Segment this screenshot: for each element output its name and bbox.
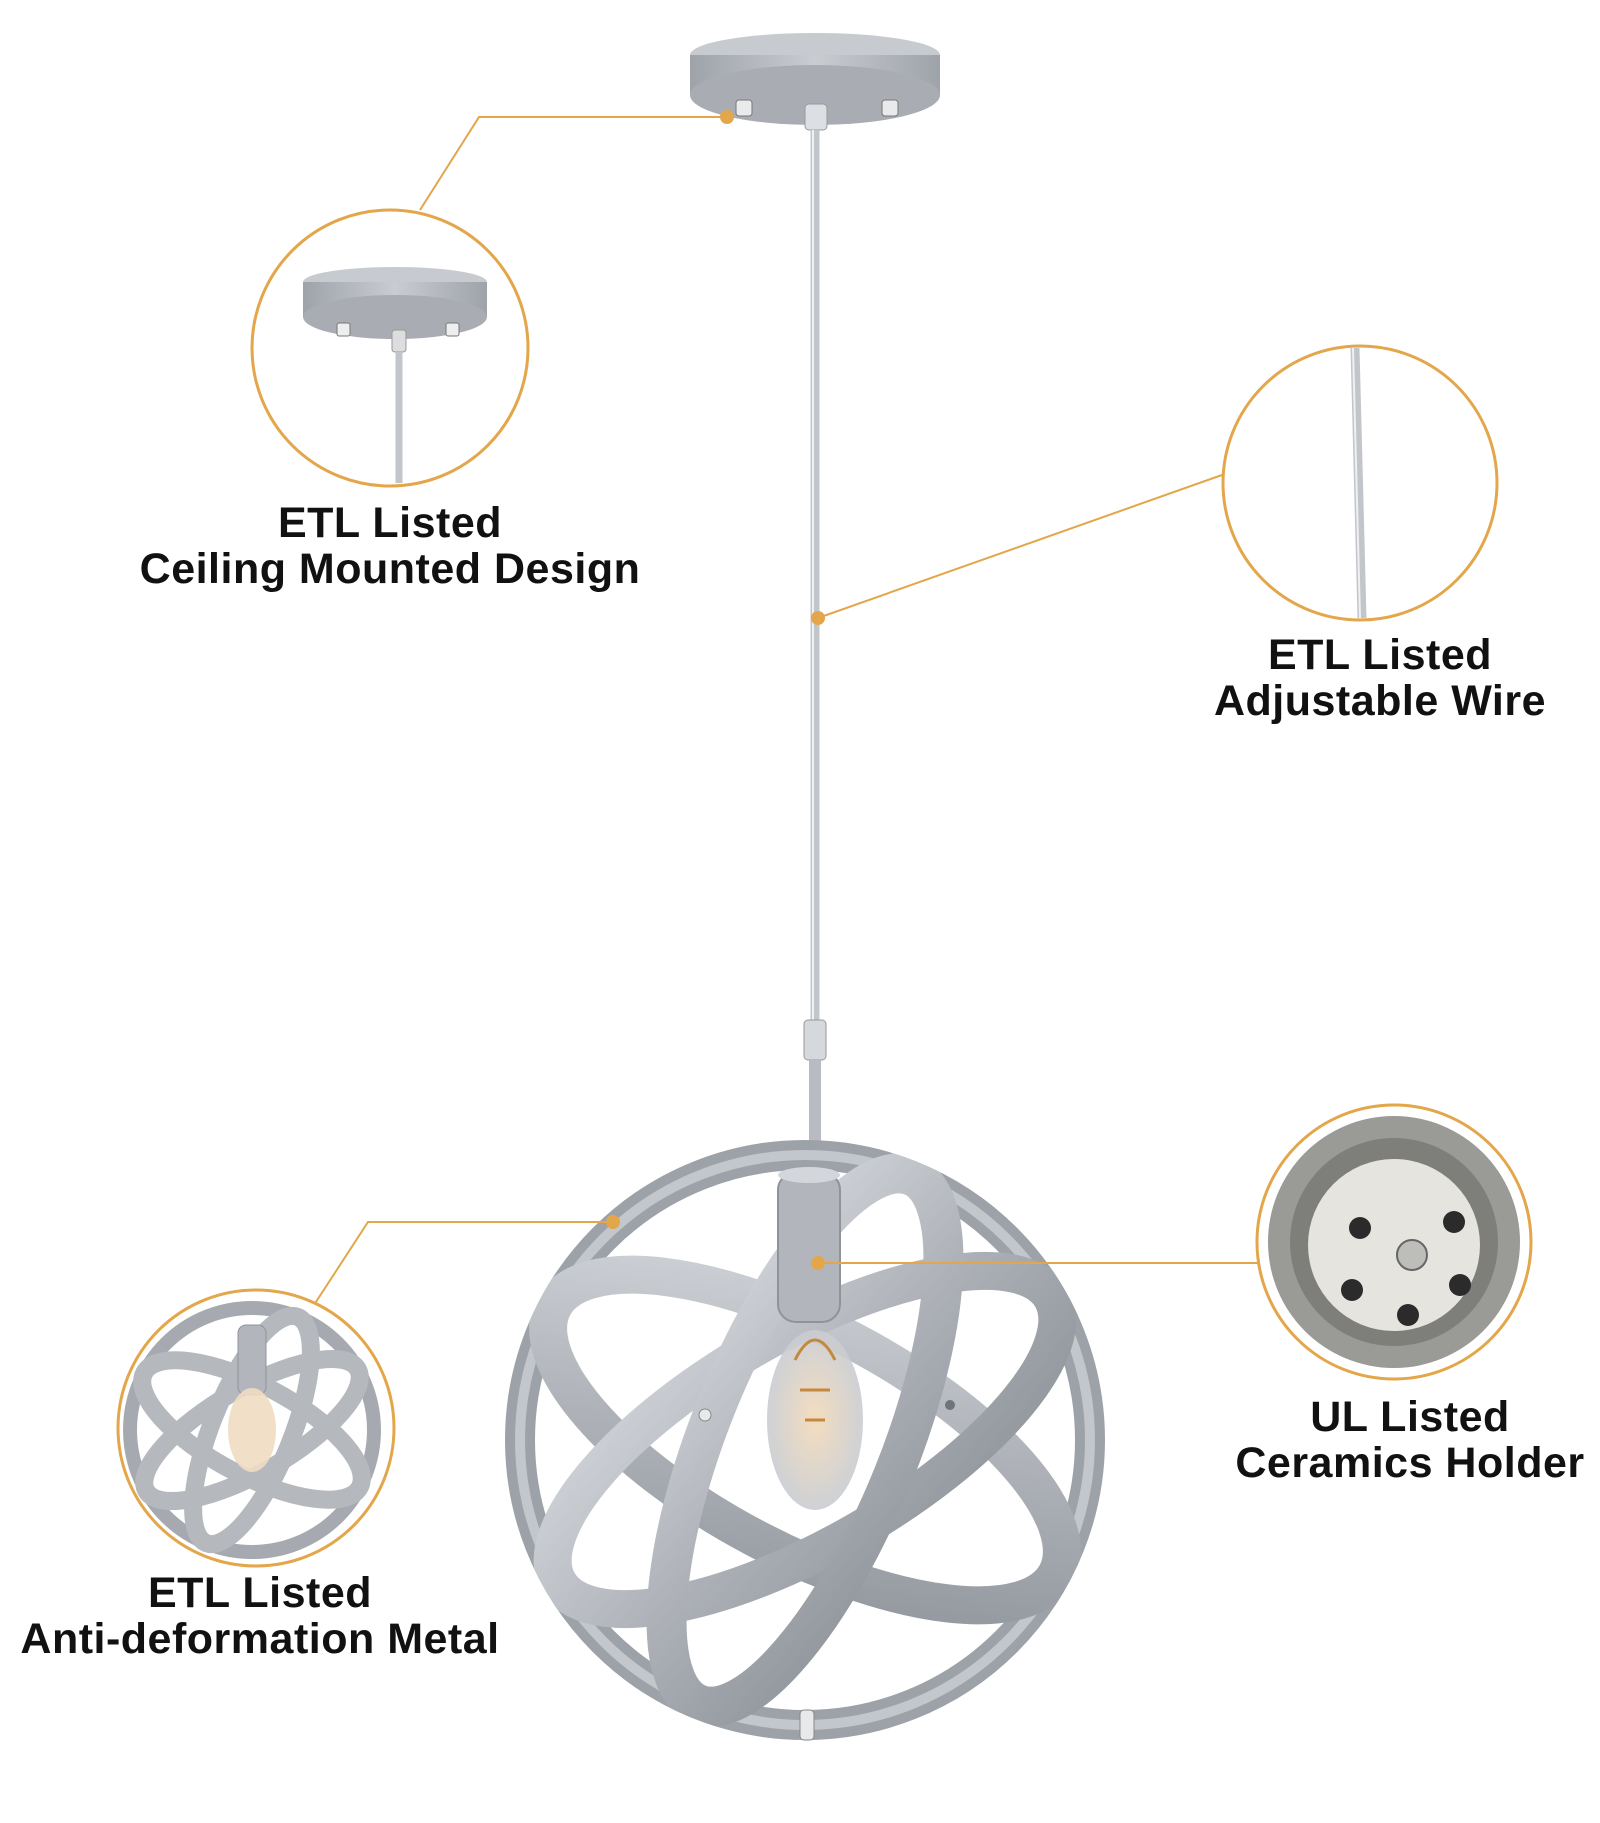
ceiling-canopy [690,33,940,131]
callout-label-holder: UL Listed Ceramics Holder [1200,1394,1600,1486]
callout-metal [116,1215,620,1568]
ceiling-canopy-icon [303,267,487,483]
callout-ceiling-line2: Ceiling Mounted Design [139,545,641,593]
callout-holder-line2: Ceramics Holder [1235,1439,1585,1487]
callout-metal-line2: Anti-deformation Metal [20,1615,500,1663]
callout-wire [811,344,1499,625]
callout-wire-line1: ETL Listed [1267,631,1492,679]
sphere-cage [505,1140,1105,1741]
callout-label-metal: ETL Listed Anti-deformation Metal [0,1570,520,1662]
callout-ceiling [250,110,734,488]
ceramic-socket-icon [1268,1116,1520,1368]
pendant-wire [803,130,827,1170]
sphere-cage-icon [123,1301,381,1559]
callout-label-ceiling: ETL Listed Ceiling Mounted Design [60,500,720,592]
callout-ceiling-line1: ETL Listed [277,499,502,547]
callout-wire-line2: Adjustable Wire [1213,677,1547,725]
callout-holder [811,1103,1533,1381]
callout-label-wire: ETL Listed Adjustable Wire [1120,632,1600,724]
callout-holder-line1: UL Listed [1310,1393,1510,1441]
callout-metal-line1: ETL Listed [147,1569,372,1617]
wire-icon [1350,347,1367,619]
